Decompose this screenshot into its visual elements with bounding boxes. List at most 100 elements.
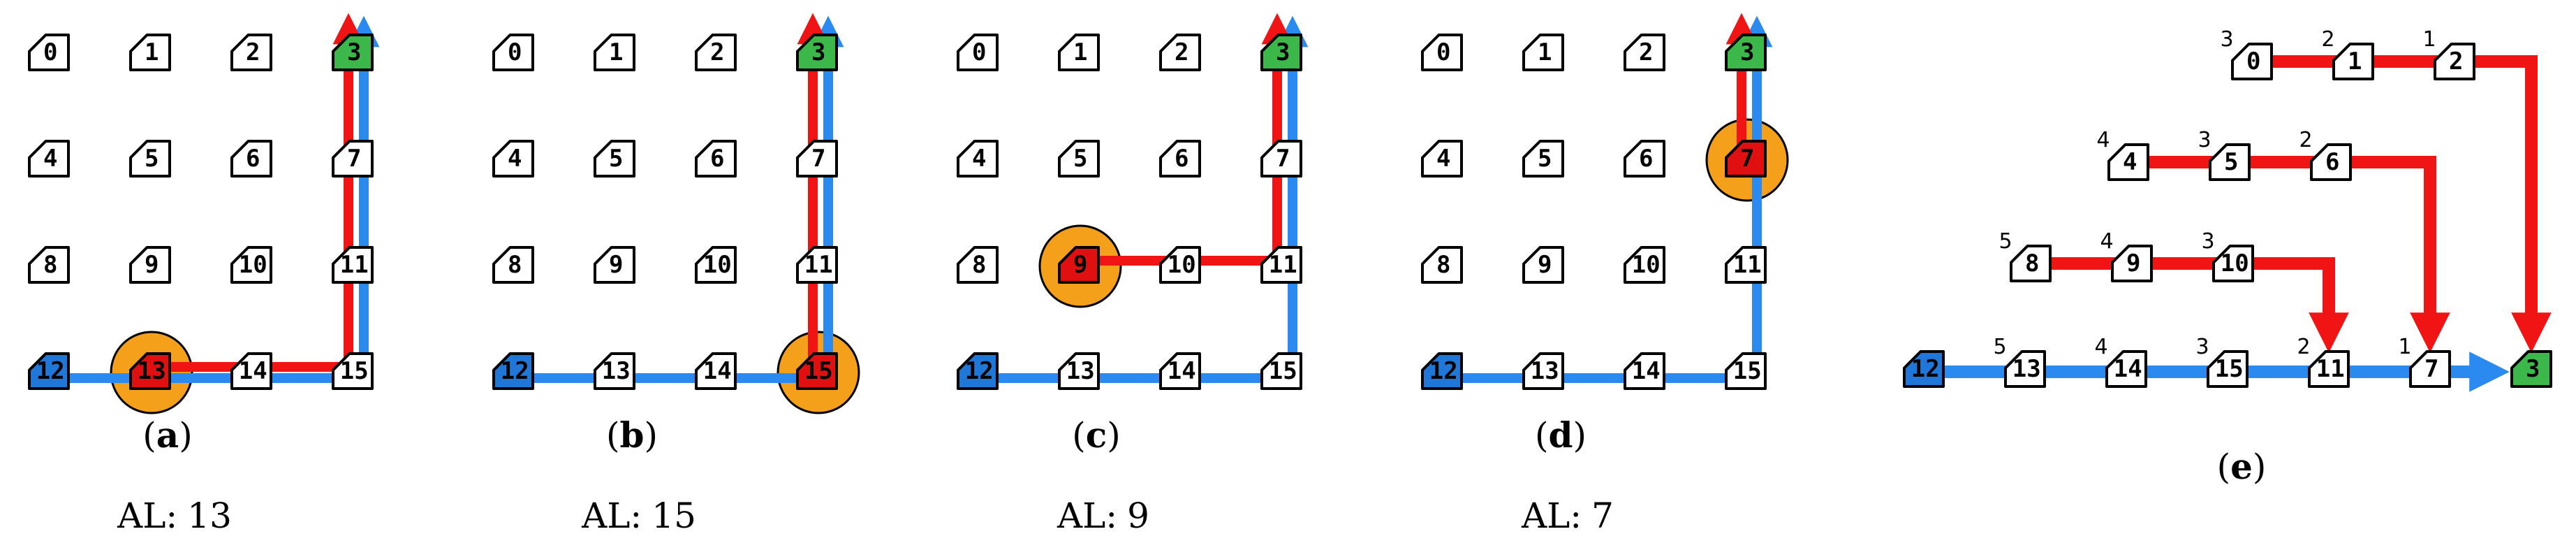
node-12: 12 — [492, 352, 534, 390]
node-shape — [492, 34, 534, 71]
node-label: 7 — [2424, 355, 2438, 383]
node-shape — [2105, 350, 2147, 388]
node-12: 12 — [957, 352, 999, 390]
node-5: 5 — [594, 140, 635, 178]
node-10: 10 — [2212, 245, 2254, 282]
node-15: 15 — [1260, 352, 1302, 390]
node-6: 6 — [695, 140, 737, 178]
node-shape — [1624, 246, 1665, 284]
node-label: 3 — [1740, 38, 1754, 66]
blue-path — [1442, 15, 1773, 383]
node-shape — [1159, 34, 1201, 71]
node-2: 2 — [1624, 34, 1665, 71]
node-shape — [2207, 350, 2249, 388]
node-3: 3 — [1725, 34, 1767, 71]
node-label: 4 — [972, 145, 986, 173]
node-3: 3 — [2510, 350, 2552, 388]
node-label: 4 — [2123, 148, 2137, 176]
node-label: 3 — [811, 38, 825, 66]
node-shape — [957, 34, 999, 71]
node-15: 15 — [332, 352, 374, 390]
node-shape — [1159, 140, 1201, 178]
node-label: 2 — [1175, 38, 1188, 66]
node-label: 5 — [1538, 145, 1552, 173]
node-14: 14 — [695, 352, 737, 390]
node-shape — [957, 246, 999, 284]
node-label: 13 — [1066, 357, 1095, 385]
node-11: 11 — [332, 246, 374, 284]
node-9: 9 — [1058, 246, 1100, 284]
node-label: 0 — [2246, 48, 2260, 75]
node-label: 14 — [1168, 357, 1196, 385]
node-12: 12 — [28, 352, 70, 390]
node-3: 3 — [1260, 34, 1302, 71]
node-label: 7 — [1276, 145, 1290, 173]
node-4: 4 — [28, 140, 70, 178]
node-shape — [230, 246, 272, 284]
node-10: 10 — [1624, 246, 1665, 284]
node-shape — [1725, 246, 1767, 284]
node-shape — [796, 34, 838, 71]
node-1: 1 — [2332, 43, 2374, 80]
node-shape — [2111, 245, 2153, 282]
node-13: 13 — [1058, 352, 1100, 390]
node-shape — [796, 352, 838, 390]
node-7: 7 — [1260, 140, 1302, 178]
node-label: 9 — [1073, 251, 1087, 279]
node-label: 0 — [43, 38, 57, 66]
node-shape — [594, 140, 635, 178]
node-label: 7 — [1740, 145, 1754, 173]
node-label: 15 — [340, 357, 369, 385]
node-10: 10 — [1159, 246, 1201, 284]
node-9: 9 — [1522, 246, 1564, 284]
node-label: 3 — [2526, 355, 2540, 383]
node-shape — [594, 246, 635, 284]
node-6: 6 — [1624, 140, 1665, 178]
node-label: 14 — [703, 357, 732, 385]
node-0: 0 — [2231, 43, 2273, 80]
node-shape — [1421, 246, 1463, 284]
node-shape — [1260, 140, 1302, 178]
node-label: 0 — [508, 38, 522, 66]
node-label: 9 — [145, 251, 159, 279]
node-shape — [695, 34, 737, 71]
node-shape — [492, 352, 534, 390]
hop-count: 2 — [2321, 27, 2334, 52]
node-label: 13 — [1531, 357, 1559, 385]
node-8: 8 — [28, 246, 70, 284]
node-label: 6 — [246, 145, 260, 173]
node-1: 1 — [1522, 34, 1564, 71]
node-13: 13 — [2004, 350, 2046, 388]
node-shape — [2434, 43, 2475, 80]
node-10: 10 — [230, 246, 272, 284]
node-label: 2 — [246, 38, 260, 66]
hop-count: 3 — [2195, 335, 2209, 359]
node-shape — [2107, 143, 2149, 181]
node-4: 4 — [2107, 143, 2149, 181]
node-shape — [1725, 140, 1767, 178]
node-shape — [1159, 352, 1201, 390]
node-shape — [2332, 43, 2374, 80]
node-shape — [492, 246, 534, 284]
panel-caption: (d) — [1535, 414, 1587, 456]
node-9: 9 — [594, 246, 635, 284]
node-1: 1 — [594, 34, 635, 71]
hop-count: 5 — [1993, 335, 2006, 359]
node-shape — [28, 352, 70, 390]
node-shape — [2010, 245, 2052, 282]
node-label: 1 — [145, 38, 159, 66]
node-6: 6 — [2310, 143, 2352, 181]
node-label: 15 — [804, 357, 833, 385]
node-label: 5 — [145, 145, 159, 173]
node-label: 12 — [501, 357, 529, 385]
hop-count: 3 — [2201, 229, 2214, 254]
node-shape — [695, 352, 737, 390]
node-label: 9 — [609, 251, 623, 279]
node-shape — [1903, 350, 1945, 388]
node-shape — [1058, 34, 1100, 71]
node-label: 4 — [43, 145, 57, 173]
hop-count: 4 — [2100, 229, 2113, 254]
node-5: 5 — [1522, 140, 1564, 178]
